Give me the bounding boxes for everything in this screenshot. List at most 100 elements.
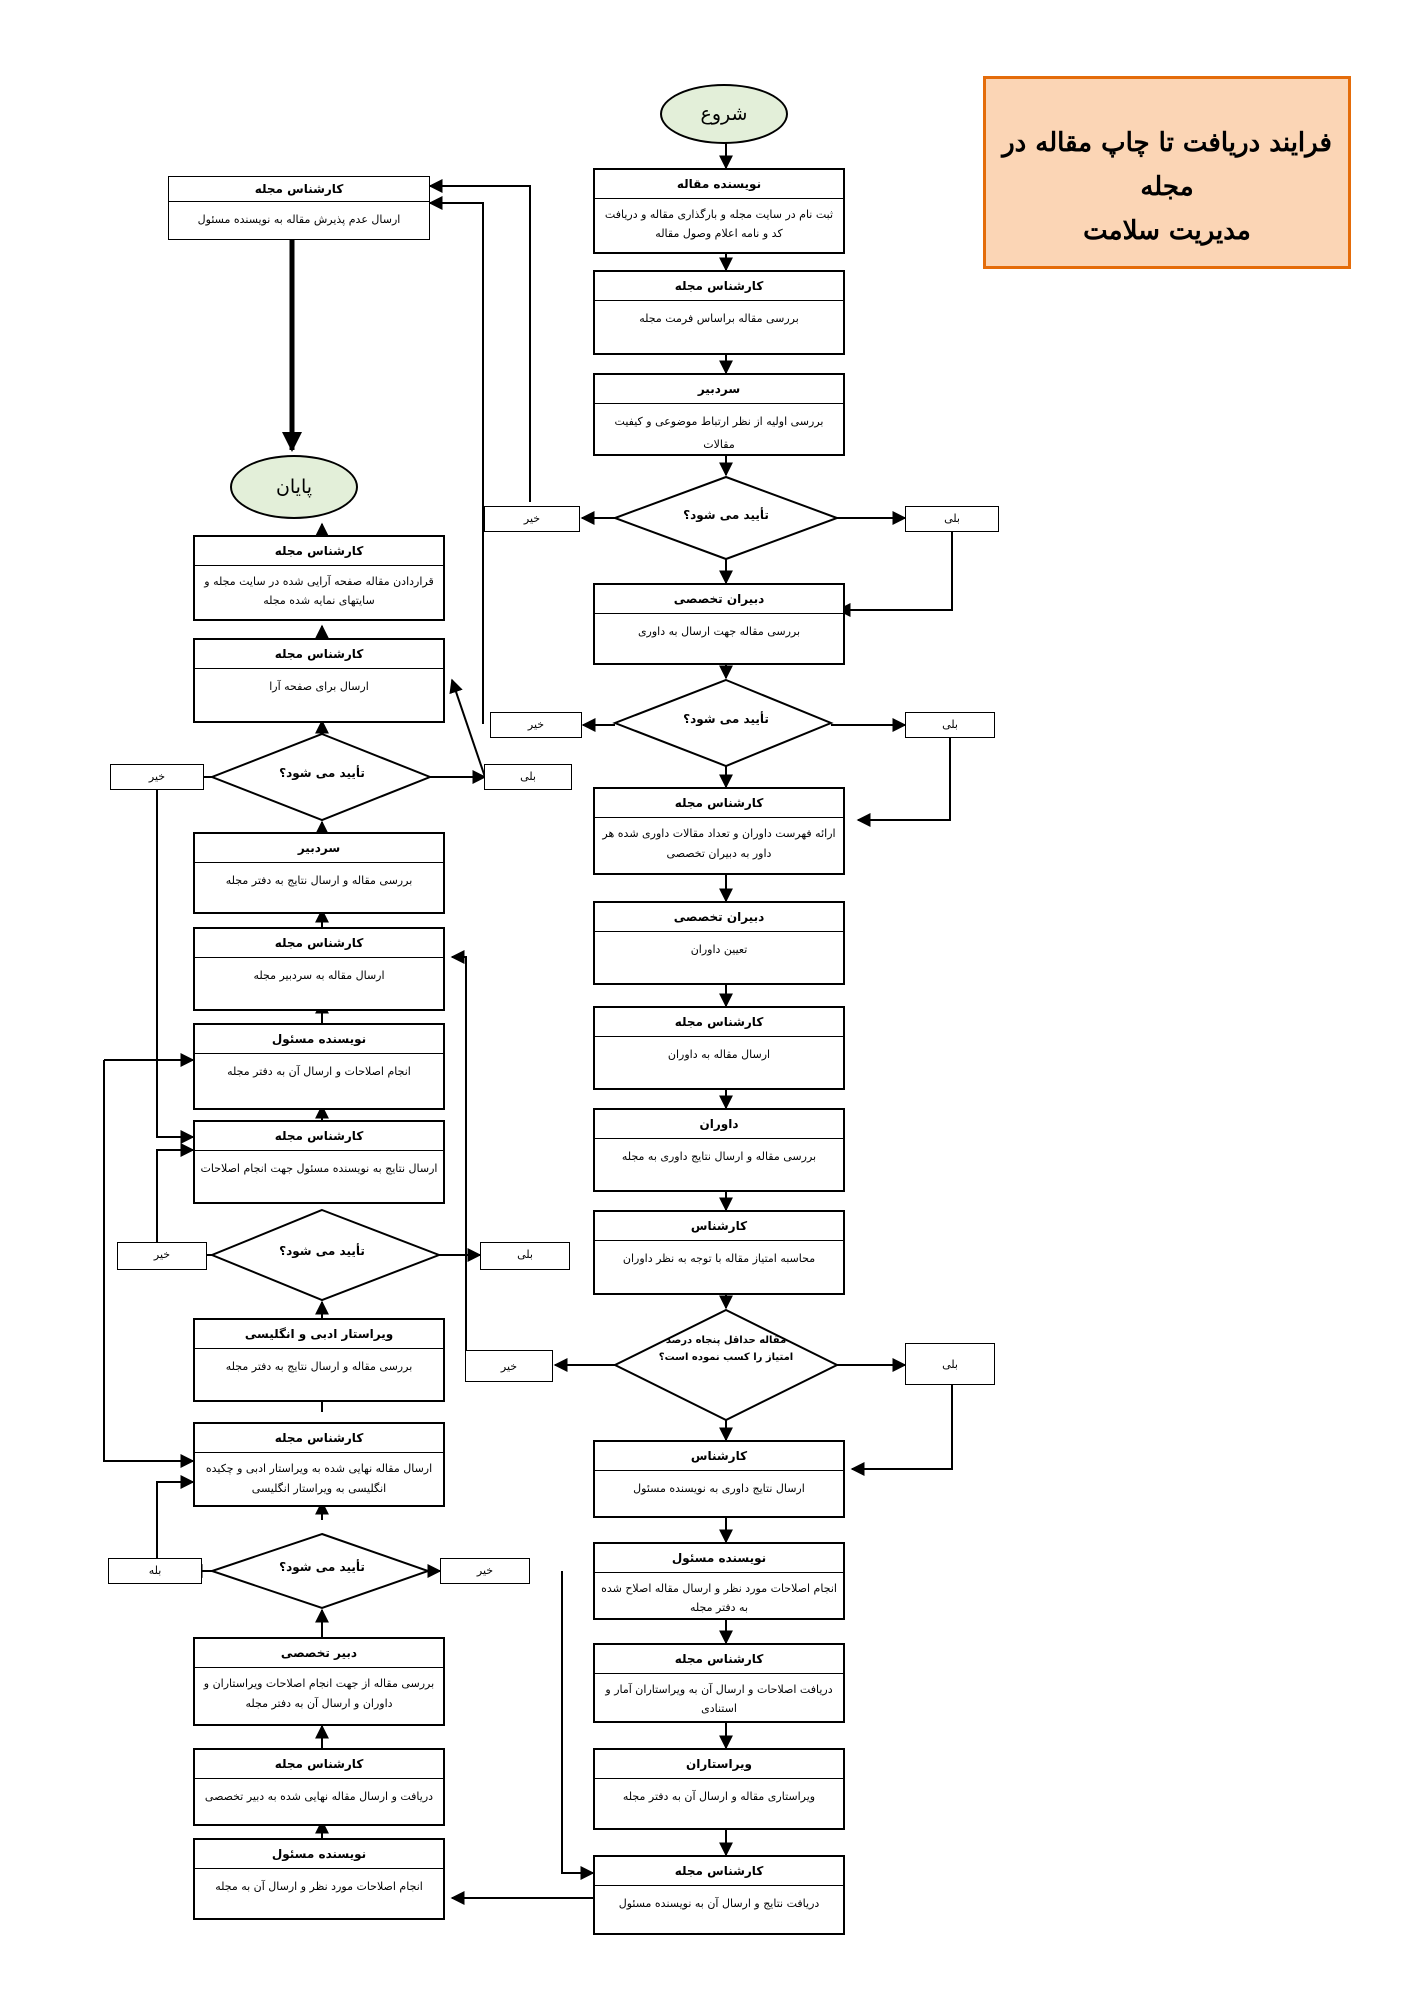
box-role: کارشناس مجله [195, 1122, 443, 1151]
box-role: سردبیر [195, 834, 443, 863]
box-task: ارسال مقاله به داوران [667, 1048, 771, 1061]
box-role: کارشناس مجله [595, 1008, 843, 1037]
box-role: کارشناس مجله [595, 789, 843, 818]
box-author-submission: نویسنده مقاله ثبت نام در سایت مجله و بار… [593, 168, 845, 254]
box-task: دریافت اصلاحات و ارسال آن به ویراستاران … [605, 1683, 833, 1715]
box-task: ارسال برای صفحه آرا [269, 680, 369, 693]
tag-yes-5: بلی [480, 1242, 570, 1270]
box-task: بررسی مقاله جهت ارسال به داوری [637, 625, 801, 638]
box-task: دریافت و ارسال مقاله نهایی شده به دبیر ت… [204, 1790, 434, 1803]
box-section-editors-review: دبیران تخصصی بررسی مقاله جهت ارسال به دا… [593, 583, 845, 665]
box-role: دبیران تخصصی [595, 903, 843, 932]
box-editors: ویراستاران ویراستاری مقاله و ارسال آن به… [593, 1748, 845, 1830]
box-task: بررسی اولیه از نظر ارتباط موضوعی و کیفیت… [614, 415, 824, 451]
box-publish-online: کارشناس مجله قراردادن مقاله صفحه آرایی ش… [193, 535, 445, 621]
box-task: بررسی مقاله و ارسال نتایج به دفتر مجله [225, 874, 413, 887]
box-literary-english-editor: ویراستار ادبی و انگلیسی بررسی مقاله و ار… [193, 1318, 445, 1402]
decision-label-6: تأیید می شود؟ [279, 1560, 365, 1574]
diagram-title-line-1: فرایند دریافت تا چاپ مقاله در مجله [1002, 128, 1332, 202]
box-role: کارشناس [595, 1212, 843, 1241]
box-send-to-reviewers: کارشناس مجله ارسال مقاله به داوران [593, 1006, 845, 1090]
decision-diamond-5 [209, 1208, 442, 1302]
box-role: کارشناس مجله [595, 1645, 843, 1674]
box-author-apply-corrections: نویسنده مسئول انجام اصلاحات و ارسال آن ب… [193, 1023, 445, 1110]
box-role: کارشناس مجله [195, 929, 443, 958]
box-task: انجام اصلاحات و ارسال آن به دفتر مجله [227, 1065, 411, 1078]
box-task: قراردادن مقاله صفحه آرایی شده در سایت مج… [204, 575, 434, 607]
box-format-check: کارشناس مجله بررسی مقاله براساس فرمت مجل… [593, 270, 845, 355]
tag-yes-1: بلی [905, 506, 999, 532]
box-role: داوران [595, 1110, 843, 1139]
box-task: بررسی مقاله براساس فرمت مجله [639, 312, 799, 325]
box-role: نویسنده مسئول [195, 1025, 443, 1054]
box-receive-results: کارشناس مجله دریافت نتایج و ارسال آن به … [593, 1855, 845, 1935]
box-task: بررسی مقاله و ارسال نتایج به دفتر مجله [225, 1360, 413, 1373]
box-statistical-editors: کارشناس مجله دریافت اصلاحات و ارسال آن ب… [593, 1643, 845, 1723]
tag-yes-3: بلی [905, 1343, 995, 1385]
decision-label-3: مقاله حداقل پنجاه درصد امتیاز را کسب نمو… [658, 1335, 794, 1363]
decision-label-4: تأیید می شود؟ [279, 766, 365, 780]
box-role: نویسنده مقاله [595, 170, 843, 199]
end-terminal: پایان [230, 455, 358, 519]
tag-no-4: خیر [110, 764, 204, 790]
box-send-final-to-section-editor: کارشناس مجله دریافت و ارسال مقاله نهایی … [193, 1748, 445, 1826]
tag-yes-6: بله [108, 1558, 202, 1584]
box-role: دبیران تخصصی [595, 585, 843, 614]
box-role: ویراستاران [595, 1750, 843, 1779]
box-task: دریافت نتایج و ارسال آن به نویسنده مسئول [618, 1897, 820, 1910]
decision-label-1: تأیید می شود؟ [683, 508, 769, 522]
tag-no-5: خیر [117, 1242, 207, 1270]
tag-no-2: خیر [490, 712, 582, 738]
box-role: کارشناس مجله [595, 272, 843, 301]
box-task: ارسال مقاله نهایی شده به ویراستار ادبی و… [205, 1462, 433, 1495]
box-role: کارشناس مجله [195, 537, 443, 566]
tag-no-1: خیر [484, 506, 580, 532]
box-author-corrections: نویسنده مسئول انجام اصلاحات مورد نظر و ا… [593, 1542, 845, 1620]
diagram-title: فرایند دریافت تا چاپ مقاله در مجله مدیری… [983, 76, 1351, 269]
box-role: کارشناس مجله [595, 1857, 843, 1886]
box-send-to-layout: کارشناس مجله ارسال برای صفحه آرا [193, 638, 445, 723]
box-author-final-corrections: نویسنده مسئول انجام اصلاحات مورد نظر و ا… [193, 1838, 445, 1920]
box-task: انجام اصلاحات مورد نظر و ارسال مقاله اصل… [601, 1582, 837, 1614]
box-send-corrections-request: کارشناس مجله ارسال نتایج به نویسنده مسئو… [193, 1120, 445, 1204]
box-rejection: کارشناس مجله ارسال عدم پذیرش مقاله به نو… [168, 176, 430, 240]
diagram-title-line-2: مدیریت سلامت [1083, 216, 1251, 246]
decision-diamond-6 [208, 1532, 432, 1610]
decision-label-5: تأیید می شود؟ [279, 1244, 365, 1258]
box-role: کارشناس [595, 1442, 843, 1471]
box-rejection-task: ارسال عدم پذیرش مقاله به نویسنده مسئول [197, 213, 401, 226]
box-reviewers: داوران بررسی مقاله و ارسال نتایج داوری ب… [593, 1108, 845, 1192]
box-score-calculation: کارشناس محاسبه امتیاز مقاله با توجه به ن… [593, 1210, 845, 1295]
box-task: ارسال مقاله به سردبیر مجله [253, 969, 385, 982]
box-chief-editor-review: سردبیر بررسی مقاله و ارسال نتایج به دفتر… [193, 832, 445, 914]
box-send-to-literary-editor: کارشناس مجله ارسال مقاله نهایی شده به وی… [193, 1422, 445, 1507]
box-task: ارائه فهرست داوران و تعداد مقالات داوری … [602, 827, 836, 860]
tag-no-3: خیر [465, 1350, 553, 1382]
box-section-editor-check: دبیر تخصصی بررسی مقاله از جهت انجام اصلا… [193, 1637, 445, 1726]
decision-diamond-4 [209, 732, 433, 822]
tag-no-6: خیر [440, 1558, 530, 1584]
box-task: محاسبه امتیاز مقاله با توجه به نظر داورا… [622, 1252, 816, 1265]
box-task: ویراستاری مقاله و ارسال آن به دفتر مجله [622, 1790, 816, 1803]
box-task: بررسی مقاله از جهت انجام اصلاحات ویراستا… [203, 1677, 435, 1710]
start-terminal: شروع [660, 84, 788, 144]
box-role: نویسنده مسئول [195, 1840, 443, 1869]
box-send-review-results: کارشناس ارسال نتایج داوری به نویسنده مسئ… [593, 1440, 845, 1518]
box-task: ارسال نتایج به نویسنده مسئول جهت انجام ا… [200, 1162, 438, 1175]
box-reviewer-list: کارشناس مجله ارائه فهرست داوران و تعداد … [593, 787, 845, 875]
box-role: کارشناس مجله [195, 1424, 443, 1453]
box-role: کارشناس مجله [195, 1750, 443, 1779]
box-role: کارشناس مجله [195, 640, 443, 669]
box-role: سردبیر [595, 375, 843, 404]
box-role: ویراستار ادبی و انگلیسی [195, 1320, 443, 1349]
box-task: انجام اصلاحات مورد نظر و ارسال آن به مجل… [215, 1880, 423, 1893]
box-task: تعیین داوران [690, 943, 748, 956]
box-editor-initial-review: سردبیر بررسی اولیه از نظر ارتباط موضوعی … [593, 373, 845, 456]
decision-label-2: تأیید می شود؟ [683, 712, 769, 726]
tag-yes-2: بلی [905, 712, 995, 738]
tag-yes-4: بلی [484, 764, 572, 790]
box-task: ارسال نتایج داوری به نویسنده مسئول [633, 1482, 805, 1495]
box-rejection-role: کارشناس مجله [169, 177, 429, 202]
box-task: بررسی مقاله و ارسال نتایج داوری به مجله [621, 1150, 817, 1163]
